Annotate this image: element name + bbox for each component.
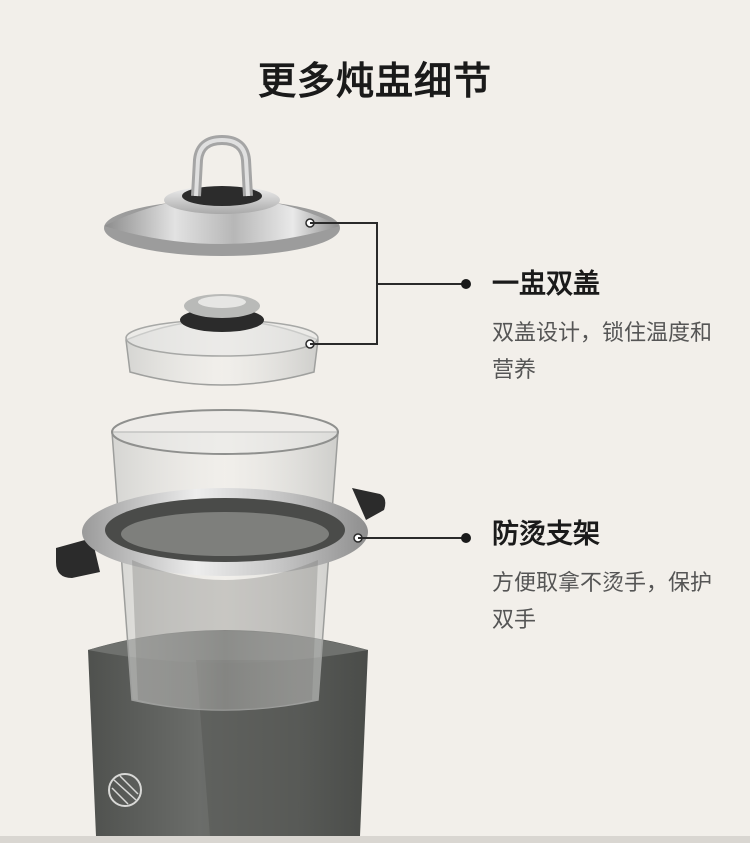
bottom-strip xyxy=(0,836,750,843)
feature-description: 双盖设计，锁住温度和营养 xyxy=(492,321,713,383)
feature-title: 一盅双盖 xyxy=(492,269,600,300)
glass-inner-lid xyxy=(125,294,319,386)
feature-anti-scald-bracket: 防烫支架 方便取拿不烫手，保护双手 xyxy=(492,517,732,639)
feature-double-lid: 一盅双盖 双盖设计，锁住温度和营养 xyxy=(492,267,732,389)
anti-scald-bracket xyxy=(56,488,386,710)
connector-lines xyxy=(305,218,471,543)
feature-title: 防烫支架 xyxy=(492,519,600,550)
feature-description: 方便取拿不烫手，保护双手 xyxy=(492,571,713,633)
page-title: 更多炖盅细节 xyxy=(257,59,492,103)
brand-emblem xyxy=(108,773,142,807)
steel-outer-lid xyxy=(104,134,340,256)
